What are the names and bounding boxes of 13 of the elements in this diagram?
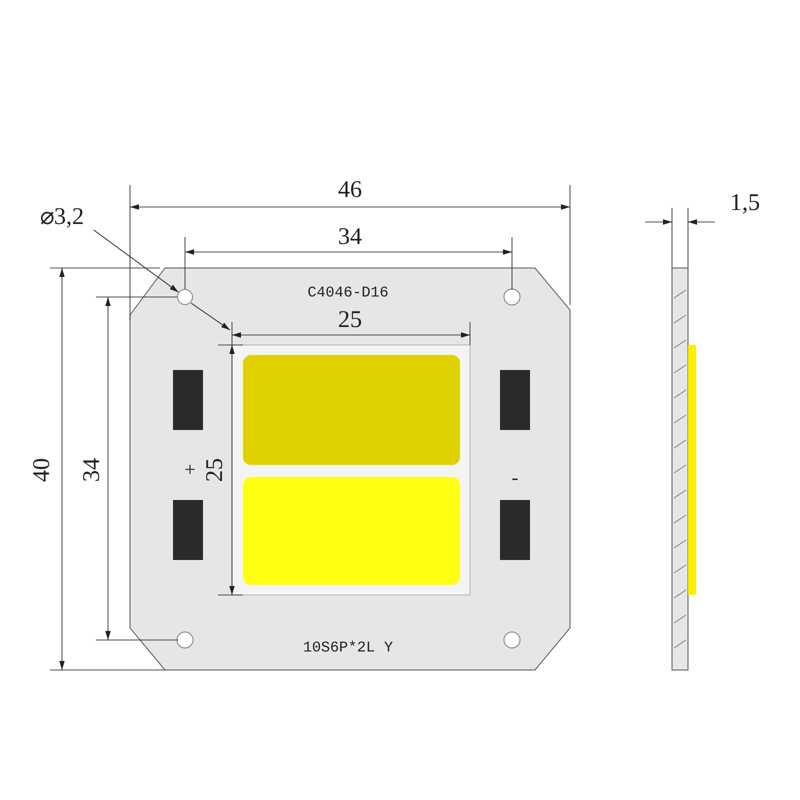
dimension-label: 46	[338, 178, 362, 202]
dimension-label: 25	[203, 458, 227, 482]
dimension-label: 1,5	[730, 191, 760, 215]
leader-line	[93, 230, 179, 293]
polarity-sign: +	[184, 460, 196, 480]
dimension-label: 40	[30, 458, 54, 482]
dimension-label: ⌀3,2	[40, 204, 112, 230]
dimension-label: 34	[338, 225, 362, 249]
model-label: C4046-D16	[308, 286, 388, 300]
dimension-label: 25	[338, 308, 362, 332]
polarity-sign: -	[512, 468, 518, 488]
dimension-label: 34	[80, 458, 104, 482]
configuration-label: 10S6P*2L Y	[303, 640, 393, 656]
